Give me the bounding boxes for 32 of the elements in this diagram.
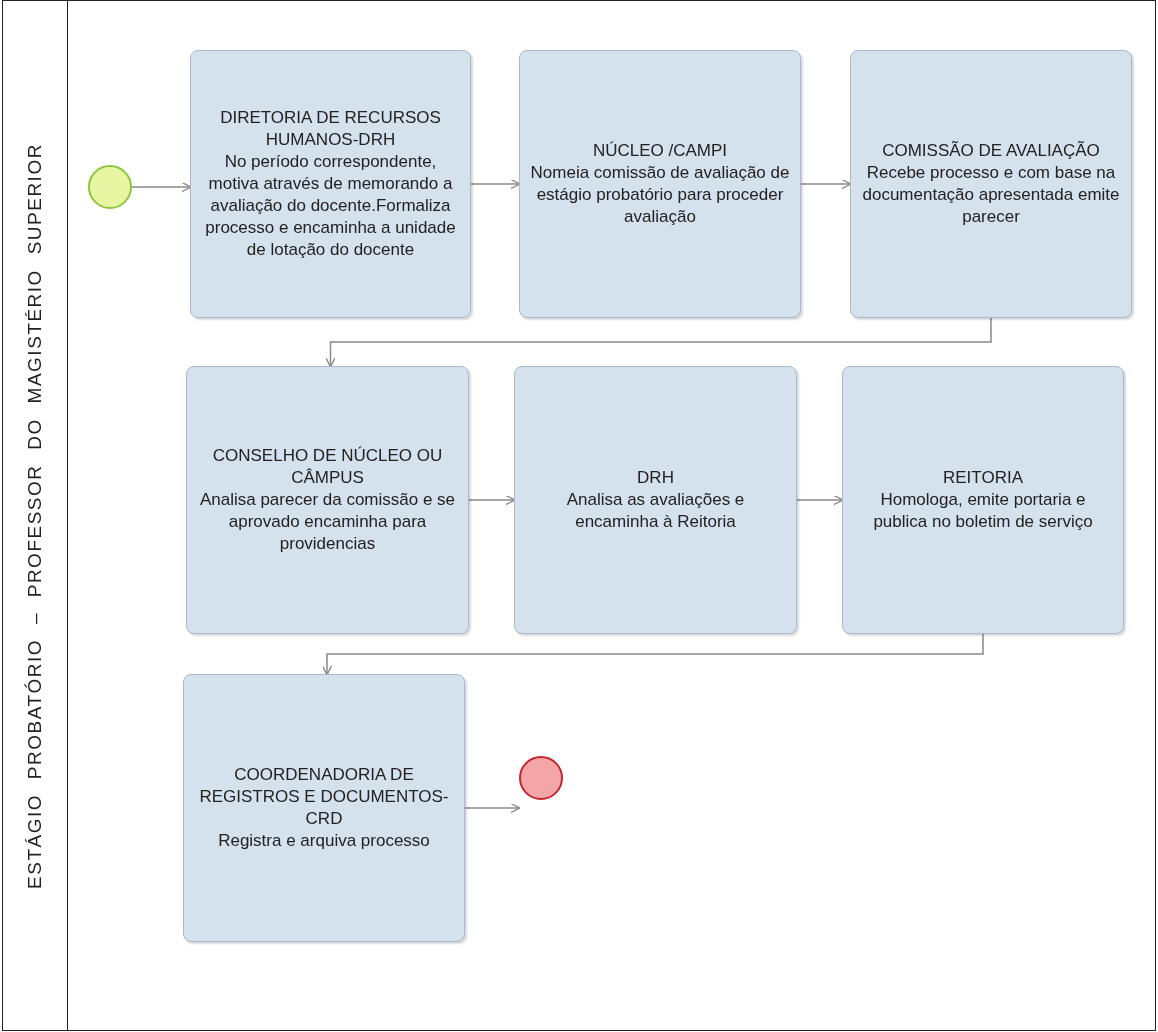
start-event-circle (88, 165, 132, 209)
box-title: COMISSÃO DE AVALIAÇÃO (882, 139, 1100, 162)
box-description: No período correspondente, motiva através de memorando a avaliação do docente.Formaliza processo e encaminha a unidade de lotação do docente (204, 150, 457, 262)
arrow (796, 494, 844, 506)
box-title: NÚCLEO /CAMPI (592, 139, 728, 162)
box-description: Nomeia comissão de avaliação de estágio probatório para proceder avaliação (530, 161, 790, 229)
arrow (321, 633, 984, 676)
process-box (519, 50, 801, 318)
process-box (190, 50, 471, 318)
box-description: Recebe processo e com base na documentação apresentada emite parecer (861, 161, 1121, 229)
arrow (464, 802, 521, 814)
box-title: DIRETORIA DE RECURSOS HUMANOS-DRH (219, 106, 442, 151)
box-title: REITORIA (943, 466, 1023, 489)
process-box (842, 366, 1124, 634)
box-description: Homologa, emite portaria e publica no boletim de serviço (872, 488, 1094, 534)
arrow (800, 178, 852, 190)
process-box (514, 366, 797, 634)
box-description: Registra e arquiva processo (218, 830, 430, 853)
process-box (850, 50, 1132, 318)
box-title: CONSELHO DE NÚCLEO OU CÂMPUS (211, 444, 444, 489)
pool-label: ESTÁGIO PROBATÓRIO – PROFESSOR DO MAGISTÉRIO SUPERIOR (24, 142, 46, 889)
process-box (186, 366, 469, 634)
box-title: DRH (637, 466, 674, 489)
arrow (325, 317, 992, 368)
box-title: COORDENADORIA DE REGISTROS E DOCUMENTOS-CRD (198, 763, 450, 830)
box-description: Analisa as avaliações e encaminha à Reitoria (565, 488, 746, 534)
end-event-circle (519, 756, 563, 800)
arrow (468, 494, 516, 506)
arrow (131, 181, 192, 193)
process-box (183, 674, 465, 942)
box-description: Analisa parecer da comissão e se aprovado encaminha para providencias (198, 488, 457, 556)
arrow (470, 178, 521, 190)
